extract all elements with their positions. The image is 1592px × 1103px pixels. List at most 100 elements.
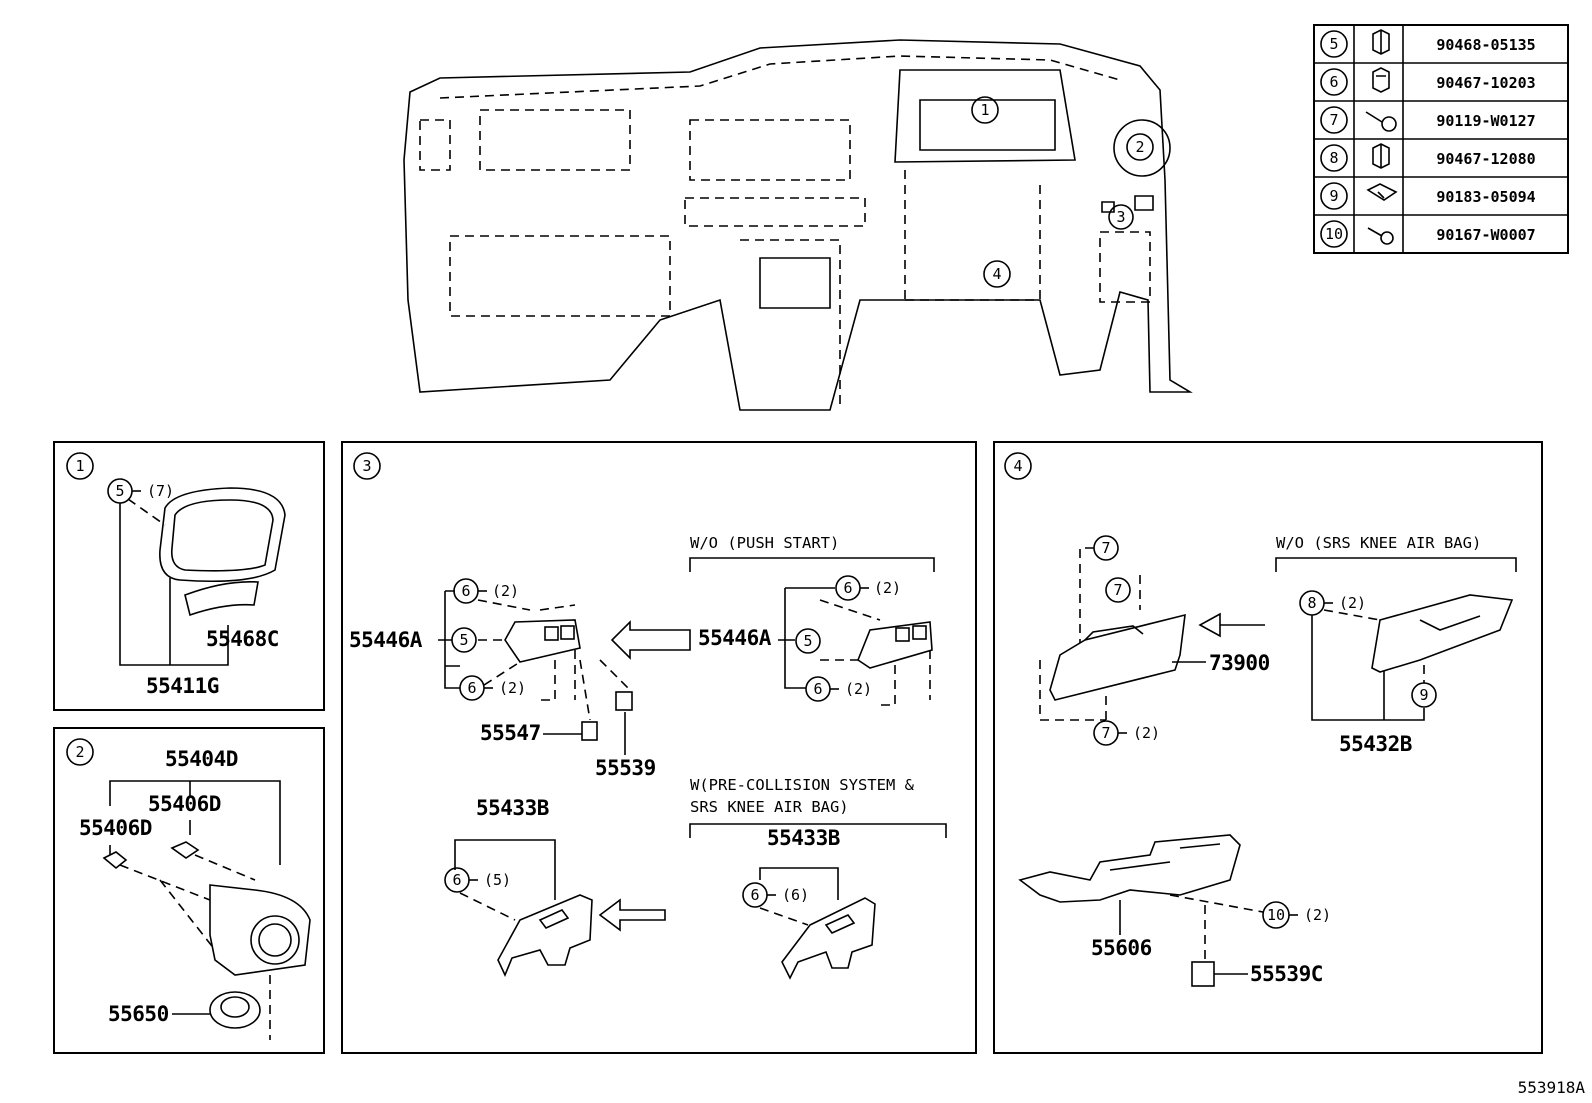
meter-hood-outline — [894, 69, 1076, 163]
svg-text:6: 6 — [452, 871, 461, 889]
switch-panel-part[interactable] — [857, 621, 933, 669]
part-label[interactable]: 55547 — [480, 721, 541, 745]
part-label[interactable]: 55606 — [1091, 936, 1152, 960]
condition-label: W/O (PUSH START) — [690, 534, 839, 552]
part-label[interactable]: 55433B — [476, 796, 549, 820]
overview-callout-1[interactable]: 1 — [971, 96, 999, 124]
svg-text:5: 5 — [459, 631, 468, 649]
glove-box-part[interactable] — [1049, 613, 1186, 701]
table-row[interactable]: 8 90467-12080 — [1320, 143, 1536, 172]
table-part-number: 90119-W0127 — [1436, 112, 1535, 130]
svg-text:6: 6 — [467, 679, 476, 697]
part-label[interactable]: 55406D — [79, 816, 152, 840]
table-callout: 7 — [1329, 111, 1338, 129]
switch-part[interactable] — [1191, 961, 1215, 987]
screw-icon — [1365, 111, 1383, 123]
glove-box-part[interactable] — [1371, 594, 1514, 673]
panel-4: 4 W/O (SRS KNEE AIR BAG) 7 7 7 (2) 73900… — [993, 441, 1543, 1054]
overview-callout-4[interactable]: 4 — [983, 260, 1011, 288]
table-row[interactable]: 7 90119-W0127 — [1320, 106, 1536, 134]
switch-part[interactable] — [581, 721, 598, 741]
svg-text:(2): (2) — [492, 582, 519, 600]
svg-text:(2): (2) — [1304, 906, 1331, 924]
panel-2: 2 55404D 55406D 55406D 55650 — [53, 727, 325, 1054]
condition-label: W/O (SRS KNEE AIR BAG) — [1276, 534, 1481, 552]
lower-panel-part[interactable] — [497, 894, 593, 977]
condition-label: W(PRE-COLLISION SYSTEM & — [690, 776, 915, 794]
arrow-icon — [1198, 612, 1265, 638]
svg-text:6: 6 — [461, 582, 470, 600]
vent-assembly-part[interactable] — [209, 991, 261, 1029]
svg-text:1: 1 — [980, 101, 989, 119]
part-label[interactable]: 55433B — [767, 826, 840, 850]
bolt-icon — [1367, 227, 1383, 237]
switch-part[interactable] — [615, 691, 633, 711]
part-label[interactable]: 55411G — [146, 674, 219, 698]
fastener-table: 5 90468-05135 6 90467-10203 7 90119-W012… — [1313, 24, 1569, 254]
table-callout: 10 — [1325, 225, 1343, 243]
part-label[interactable]: 73900 — [1209, 651, 1270, 675]
meter-hood-part[interactable] — [159, 487, 286, 582]
part-label[interactable]: 55539 — [595, 756, 656, 780]
part-label[interactable]: 55446A — [349, 628, 423, 652]
table-callout: 9 — [1329, 187, 1338, 205]
clip-part[interactable] — [102, 851, 128, 870]
svg-text:6: 6 — [813, 680, 822, 698]
bracket-part[interactable] — [1018, 834, 1241, 903]
overview-callout-2[interactable]: 2 — [1126, 133, 1154, 161]
panel-number: 2 — [75, 743, 84, 761]
svg-text:5: 5 — [115, 482, 124, 500]
table-callout: 5 — [1329, 35, 1338, 53]
svg-text:6: 6 — [843, 579, 852, 597]
part-label[interactable]: 55404D — [165, 747, 238, 771]
svg-text:3: 3 — [1116, 208, 1125, 226]
table-row[interactable]: 6 90467-10203 — [1320, 67, 1536, 96]
table-part-number: 90468-05135 — [1436, 36, 1535, 54]
table-part-number: 90167-W0007 — [1436, 226, 1535, 244]
svg-text:9: 9 — [1419, 686, 1428, 704]
svg-text:(2): (2) — [499, 679, 526, 697]
svg-text:7: 7 — [1101, 539, 1110, 557]
part-label[interactable]: 55539C — [1250, 962, 1323, 986]
meter-panel-part[interactable] — [184, 580, 259, 617]
svg-text:(6): (6) — [782, 886, 809, 904]
table-row[interactable]: 5 90468-05135 — [1320, 29, 1536, 58]
svg-text:5: 5 — [803, 632, 812, 650]
part-label[interactable]: 55446A — [698, 626, 772, 650]
table-row[interactable]: 10 90167-W0007 — [1320, 220, 1536, 248]
table-callout: 6 — [1329, 73, 1338, 91]
svg-text:4: 4 — [992, 265, 1001, 283]
clip-part[interactable] — [170, 841, 200, 859]
svg-text:10: 10 — [1267, 906, 1285, 924]
table-part-number: 90183-05094 — [1436, 188, 1535, 206]
svg-text:(7): (7) — [147, 482, 174, 500]
table-row[interactable]: 9 90183-05094 — [1320, 182, 1536, 210]
clip-icon — [1372, 67, 1390, 93]
vent-outline — [1113, 119, 1171, 177]
part-label[interactable]: 55468C — [206, 627, 279, 651]
svg-text:6: 6 — [750, 886, 759, 904]
panel-number: 1 — [75, 457, 84, 475]
dashboard-overview: 1 2 3 4 — [403, 39, 1193, 411]
svg-text:7: 7 — [1113, 581, 1122, 599]
vent-bezel-part[interactable] — [209, 884, 311, 976]
panel-number: 3 — [362, 457, 371, 475]
overview-callout-3[interactable]: 3 — [1108, 204, 1134, 230]
svg-text:7: 7 — [1101, 724, 1110, 742]
panel-number: 4 — [1013, 457, 1022, 475]
diagram-id: 553918A — [1518, 1078, 1586, 1097]
clip-icon — [1372, 29, 1390, 55]
part-label[interactable]: 55650 — [108, 1002, 169, 1026]
svg-text:2: 2 — [1135, 138, 1144, 156]
clip-icon — [1372, 143, 1390, 169]
part-label[interactable]: 55406D — [148, 792, 221, 816]
table-part-number: 90467-12080 — [1436, 150, 1535, 168]
part-label[interactable]: 55432B — [1339, 732, 1412, 756]
svg-text:(2): (2) — [1339, 594, 1366, 612]
svg-text:(5): (5) — [484, 871, 511, 889]
table-part-number: 90467-10203 — [1436, 74, 1535, 92]
svg-text:8: 8 — [1307, 594, 1316, 612]
lower-panel-part[interactable] — [781, 897, 876, 980]
